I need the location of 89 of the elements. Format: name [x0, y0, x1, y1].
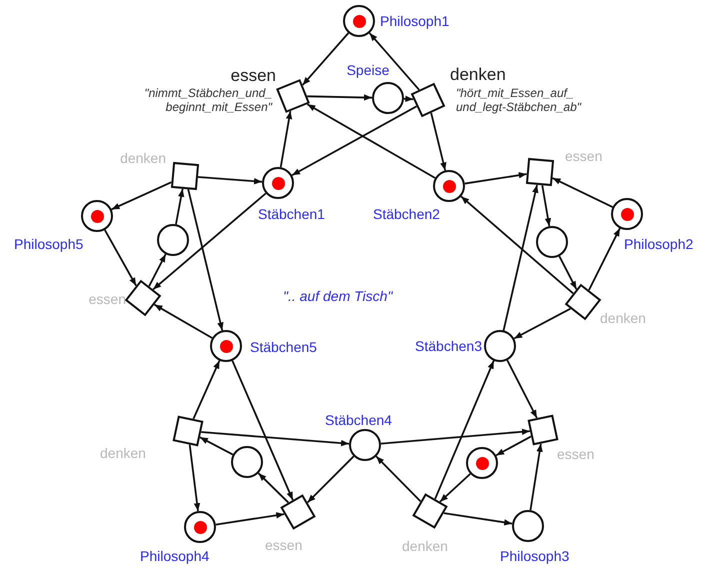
token-dot	[220, 340, 232, 352]
transition-label: essen	[88, 291, 126, 307]
place-circle	[157, 224, 189, 256]
arrow	[530, 444, 543, 510]
transition-label: denken	[402, 538, 448, 554]
place-label: Stäbchen3	[415, 338, 482, 354]
arrow	[306, 456, 354, 504]
arrow	[187, 189, 224, 331]
arrow	[258, 472, 289, 504]
place-circle	[484, 330, 516, 362]
arrow	[188, 444, 200, 512]
place-circle	[349, 429, 381, 461]
arrow	[368, 32, 420, 90]
transition-description: "hört_mit_Essen_auf_ und_legt-Stäbchen_ab"	[456, 86, 582, 114]
place-circle	[512, 510, 544, 542]
arrow	[154, 304, 213, 339]
arrow	[496, 436, 532, 456]
arrow	[404, 96, 414, 102]
place-circle	[611, 198, 643, 230]
place-label: Philosoph1	[380, 13, 450, 29]
arrow	[552, 177, 613, 208]
place-circle	[184, 511, 216, 543]
transition-label: essen	[265, 537, 302, 553]
transition-label: essen	[565, 148, 602, 164]
arrow	[111, 181, 172, 210]
place-label: Philosoph3	[500, 548, 570, 564]
arrow	[148, 254, 166, 287]
transition-label: denken	[100, 445, 146, 461]
place-label: Speise	[346, 62, 390, 78]
place-circle	[81, 200, 113, 232]
arrow	[502, 184, 538, 331]
transition-label: denken	[120, 150, 166, 166]
arrow	[302, 32, 350, 86]
token-dot	[272, 176, 284, 190]
token-dot	[620, 208, 634, 220]
place-circle	[433, 170, 465, 202]
transition-description: "nimmt_Stäbchen_und_ beginnt_mit_Essen"	[143, 86, 272, 114]
arrow	[175, 188, 184, 224]
token-dot	[476, 456, 488, 470]
arrow	[192, 360, 220, 420]
arrow	[439, 473, 471, 502]
place-circle	[262, 167, 294, 199]
arrow	[514, 308, 571, 340]
transition-label: essen	[230, 66, 276, 85]
arrow	[506, 360, 538, 418]
transition-square	[170, 162, 200, 190]
place-label: Stäbchen2	[373, 206, 440, 222]
arrow	[434, 360, 495, 500]
token-dot	[442, 180, 456, 192]
token-dot	[352, 14, 366, 28]
arrow	[216, 512, 284, 526]
arrow	[444, 512, 512, 526]
place-circle	[536, 226, 568, 258]
place-label: Stäbchen1	[258, 206, 325, 222]
place-label: Philosoph5	[14, 236, 84, 252]
transition-label: denken	[600, 310, 646, 326]
arrow	[200, 436, 234, 456]
arrow	[464, 172, 527, 184]
arrow	[380, 428, 530, 445]
arrow	[588, 228, 621, 291]
place-label: Stäbchen5	[250, 339, 317, 355]
arrow	[232, 360, 294, 500]
place-circle	[210, 330, 242, 362]
note-text: ".. auf dem Tisch"	[283, 288, 392, 304]
place-circle	[343, 5, 375, 37]
place-label: Philosoph4	[140, 548, 210, 564]
token-dot	[194, 520, 206, 534]
arrow	[558, 256, 578, 290]
transition-square	[528, 414, 558, 446]
place-circle	[372, 82, 404, 114]
arrow	[430, 112, 446, 171]
transition-label: essen	[557, 446, 594, 462]
token-dot	[90, 210, 104, 222]
arrow	[460, 196, 574, 294]
arrow	[541, 185, 552, 226]
transition-square	[526, 158, 554, 186]
transition-square	[172, 416, 204, 446]
arrow	[306, 103, 436, 179]
place-label: Philosoph2	[624, 236, 694, 252]
transition-label: denken	[450, 65, 506, 84]
arrow	[152, 192, 266, 290]
arrow	[307, 94, 372, 101]
arrow	[201, 431, 350, 446]
arrow	[292, 106, 418, 176]
place-label: Stäbchen4	[325, 412, 392, 428]
arrow	[104, 230, 137, 286]
place-circle	[231, 446, 263, 478]
arrow	[376, 456, 422, 502]
place-circle	[466, 447, 498, 479]
